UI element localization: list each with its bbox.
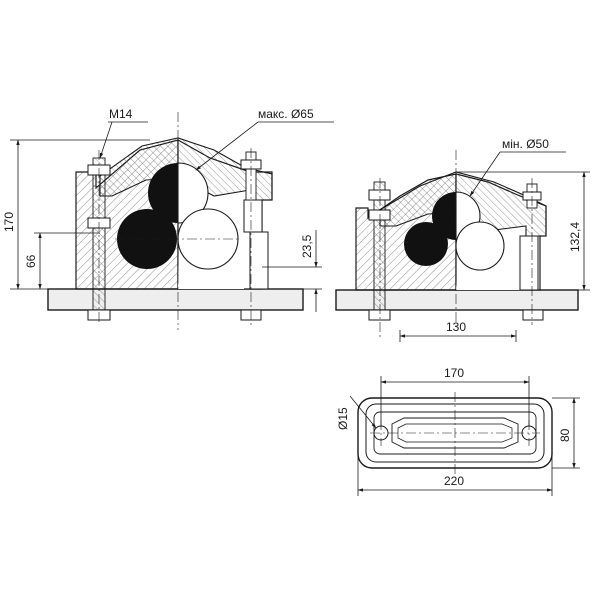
label-m14: M14 [99, 107, 148, 159]
min-diameter-text: мін. Ø50 [502, 137, 549, 151]
left-bolt-rod [92, 157, 106, 311]
label-hole-diameter: Ø15 [336, 395, 377, 430]
dim-plan-170-text: 170 [444, 366, 464, 380]
right-cable-bottom-right [455, 221, 505, 271]
dim-plan-220: 220 [357, 440, 553, 496]
dim-130-text: 130 [446, 320, 466, 334]
left-base-plate [47, 288, 304, 311]
dim-220-text: 220 [444, 474, 464, 488]
dim-170-left-text: 170 [2, 212, 16, 232]
dim-23-5-text: 23,5 [300, 234, 314, 258]
m14-text: M14 [109, 107, 133, 121]
label-max-diameter: макс. Ø65 [195, 107, 334, 171]
right-bolt-rod [373, 181, 386, 311]
right-base-plate [335, 289, 579, 311]
dim-left-66: 66 [24, 232, 100, 290]
right-view [335, 150, 579, 340]
dim-left-23-5: 23,5 [262, 230, 322, 312]
dim-66-text: 66 [24, 254, 38, 268]
dim-80-text: 80 [558, 428, 572, 442]
max-diameter-text: макс. Ø65 [258, 107, 314, 121]
left-view [47, 112, 304, 330]
plan-view [357, 392, 553, 474]
dim-plan-80: 80 [552, 397, 580, 469]
right-cable-bottom-left [404, 222, 448, 266]
dim-132-4-text: 132,4 [568, 222, 582, 252]
hole-diameter-text: Ø15 [336, 407, 350, 430]
label-min-diameter: мін. Ø50 [469, 137, 566, 197]
dim-right-132-4: 132,4 [456, 171, 590, 291]
dim-plan-170: 170 [380, 366, 530, 426]
dim-right-130: 130 [399, 320, 517, 342]
